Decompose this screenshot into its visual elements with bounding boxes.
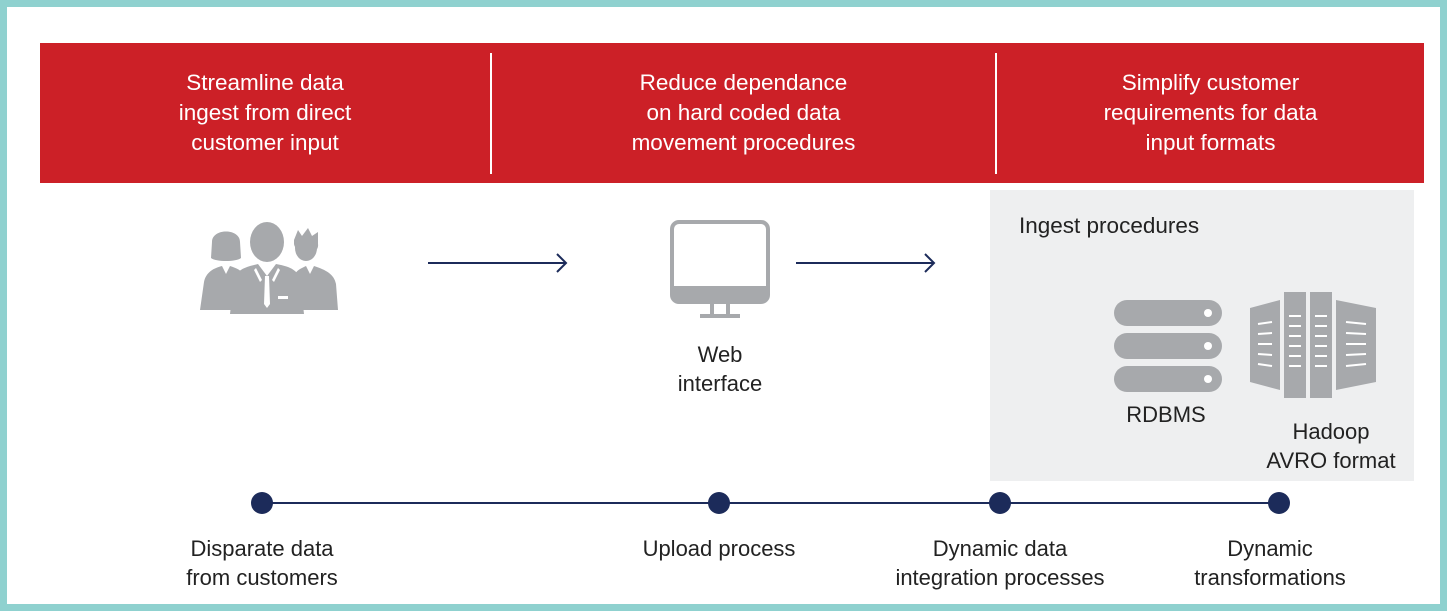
step-1-line-2: from customers	[186, 565, 338, 590]
web-interface-label: Web interface	[660, 340, 780, 398]
database-server-icon	[1114, 300, 1222, 392]
banner-divider	[490, 53, 492, 174]
rdbms-label: RDBMS	[1126, 402, 1206, 427]
goal-reduce-line-2: on hard coded data	[646, 100, 841, 125]
goal-simplify-line-2: requirements for data	[1103, 100, 1318, 125]
goal-streamline-line-1: Streamline data	[186, 70, 344, 95]
goal-streamline: Streamline data ingest from direct custo…	[40, 43, 490, 183]
step-3-line-2: integration processes	[895, 565, 1105, 590]
arrow-right-icon	[428, 253, 568, 273]
step-dynamic-data-integration: Dynamic data integration processes	[880, 534, 1120, 592]
goals-banner: Streamline data ingest from direct custo…	[40, 43, 1424, 183]
goal-simplify: Simplify customer requirements for data …	[997, 43, 1424, 183]
timeline-dot	[251, 492, 273, 514]
panel-title: Ingest procedures	[1019, 213, 1200, 238]
step-2-line-1: Upload process	[642, 536, 796, 561]
goal-reduce-line-3: movement procedures	[631, 130, 856, 155]
timeline-dot	[1268, 492, 1290, 514]
banner-divider	[995, 53, 997, 174]
goal-reduce-dependance: Reduce dependance on hard coded data mov…	[492, 43, 995, 183]
goal-streamline-line-3: customer input	[191, 130, 339, 155]
arrow-right-icon	[796, 253, 936, 273]
goal-streamline-line-2: ingest from direct	[178, 100, 352, 125]
timeline-dot	[708, 492, 730, 514]
process-timeline	[251, 492, 1290, 514]
step-4-line-1: Dynamic	[1227, 536, 1313, 561]
hadoop-label-line-2: AVRO format	[1266, 448, 1396, 473]
goal-simplify-line-3: input formats	[1145, 130, 1276, 155]
goal-reduce-line-1: Reduce dependance	[639, 70, 848, 95]
timeline-dot	[989, 492, 1011, 514]
web-interface-line-1: Web	[697, 342, 743, 367]
step-disparate-data: Disparate data from customers	[162, 534, 362, 592]
monitor-icon	[670, 220, 770, 318]
hadoop-servers-icon	[1250, 292, 1376, 398]
hadoop-label: Hadoop AVRO format	[1256, 417, 1406, 475]
goal-simplify-line-1: Simplify customer	[1121, 70, 1300, 95]
web-interface-line-2: interface	[677, 371, 763, 396]
customers-group-icon	[200, 222, 338, 314]
step-upload-process: Upload process	[614, 534, 824, 563]
step-1-line-1: Disparate data	[190, 536, 334, 561]
step-3-line-1: Dynamic data	[932, 536, 1068, 561]
step-4-line-2: transformations	[1194, 565, 1346, 590]
step-dynamic-transformations: Dynamic transformations	[1180, 534, 1360, 592]
hadoop-label-line-1: Hadoop	[1292, 419, 1370, 444]
